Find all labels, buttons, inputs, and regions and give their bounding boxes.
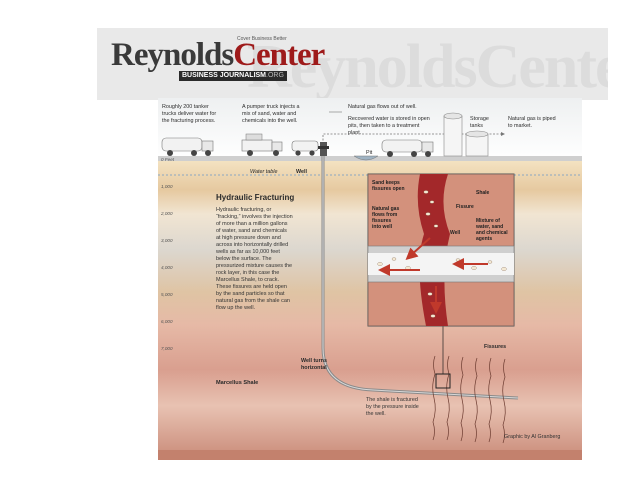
storage-line-2: tanks <box>470 123 483 129</box>
fractured-line-3: the well. <box>366 411 386 417</box>
body-line-14: natural gas from the shale can <box>216 298 290 304</box>
body-line-12: These fissures are held open <box>216 284 287 290</box>
inset-gas-flows-4: into well <box>372 224 393 230</box>
pit-label: Pit <box>366 150 373 156</box>
depth-6000: 6,000 <box>161 319 173 324</box>
depth-0: 0 Feet <box>161 157 175 162</box>
body-line-1: Hydraulic fracturing, or <box>216 207 271 213</box>
depth-4000: 4,000 <box>161 265 173 270</box>
credit-label: Graphic by Al Granberg <box>504 434 560 440</box>
inset-mixture-2: water, sand <box>475 224 503 230</box>
shale-fractured-text: The shale is fractured by the pressure i… <box>366 397 419 417</box>
piped-line-2: to market. <box>508 123 532 129</box>
storage-tanks <box>443 112 489 157</box>
recovered-line-3: plant. <box>348 130 361 136</box>
pumper-truck <box>241 133 283 156</box>
logo-word-center: Center <box>233 37 325 73</box>
logo-subline-text: BUSINESS JOURNALISM <box>182 72 267 79</box>
body-line-3: of more than a million gallons <box>216 221 288 227</box>
body-line-10: rock layer, in this case the <box>216 270 279 276</box>
fractured-line-2: by the pressure inside <box>366 404 419 410</box>
tanker-truck-1 <box>161 137 214 156</box>
depth-3000: 3,000 <box>161 238 173 243</box>
inset-mixture-3: and chemical <box>476 230 508 236</box>
gas-out-label: Natural gas flows out of well. <box>348 104 417 110</box>
inset-detail: Sand keeps fissures open Shale Natural g… <box>367 173 515 327</box>
diagram-title: Hydraulic Fracturing <box>216 193 294 202</box>
inset-mixture-4: agents <box>476 236 492 242</box>
logo-wordmark: ReynoldsCenter <box>111 37 325 73</box>
body-line-4: of water, sand and chemicals <box>216 228 287 234</box>
explanation-body: Hydraulic fracturing, or “fracking,” inv… <box>215 207 293 311</box>
banner-watermark: ReynoldsCenter <box>247 33 608 100</box>
logo-subline: BUSINESS JOURNALISM.ORG <box>179 71 287 81</box>
tankers-line-1: Roughly 200 tanker <box>162 104 209 110</box>
logo-word-reynolds: Reynolds <box>111 37 234 73</box>
fractured-line-1: The shale is fractured <box>366 397 418 403</box>
recovered-line-1: Recovered water is stored in open <box>348 116 430 122</box>
tankers-line-2: trucks deliver water for <box>162 111 216 117</box>
body-line-9: pressurized mixture causes the <box>216 263 292 269</box>
piped-line-1: Natural gas is piped <box>508 116 556 122</box>
header-banner: ReynoldsCenter ReynoldsCenter Cover Busi… <box>97 28 608 100</box>
inset-flow-arrows <box>378 237 488 314</box>
inset-shale-label: Shale <box>476 190 490 196</box>
reynolds-center-logo[interactable]: ReynoldsCenter Cover Business Better BUS… <box>111 36 325 81</box>
wellhead <box>318 142 329 156</box>
well-turns-line-2: horizontal <box>301 365 327 371</box>
water-pit <box>353 155 379 161</box>
tankers-line-3: the fracturing process. <box>162 118 215 124</box>
logo-subline-suffix: .ORG <box>266 72 284 79</box>
inset-well-label: Well <box>450 230 461 236</box>
fissures-label: Fissures <box>484 344 506 350</box>
storage-line-1: Storage <box>470 116 489 122</box>
body-line-15: flow up the well. <box>216 305 256 311</box>
body-line-2: “fracking,” involves the injection <box>216 214 293 220</box>
tanker-truck-3 <box>381 139 434 157</box>
inset-fissure-label: Fissure <box>456 204 474 210</box>
body-line-11: Marcellus Shale, to crack. <box>216 277 279 283</box>
bottom-stratum <box>158 450 582 460</box>
sky-area <box>158 98 582 160</box>
well-bore-highlight <box>322 156 519 399</box>
logo-tagline: Cover Business Better <box>237 36 287 42</box>
inset-sand-keeps-2: fissures open <box>372 186 405 192</box>
body-line-13: by the sand particles so that <box>216 291 285 297</box>
body-line-7: wells as far as 10,000 feet <box>215 249 280 255</box>
inset-gas-flows-3: fissures <box>372 218 391 224</box>
depth-1000: 1,000 <box>161 184 173 189</box>
depth-2000: 2,000 <box>160 211 173 216</box>
well-surface-label: Well <box>296 169 307 175</box>
well-turns-line-1: Well turns <box>301 358 327 364</box>
depth-5000: 5,000 <box>161 292 173 297</box>
fracking-diagram: Roughly 200 tanker trucks deliver water … <box>158 98 582 460</box>
inset-gas-flows-2: flows from <box>372 212 398 218</box>
inset-gas-flows-1: Natural gas <box>372 206 399 212</box>
tanker-truck-2 <box>291 140 319 156</box>
inset-mixture-1: Mixture of <box>476 218 500 224</box>
depth-scale: 0 Feet 1,000 2,000 3,000 4,000 5,000 6,0… <box>160 157 175 351</box>
bottom-fissures <box>432 355 506 444</box>
water-table-label: Water table <box>250 169 277 175</box>
pumper-line-2: mix of sand, water and <box>242 111 296 117</box>
pumper-line-1: A pumper truck injects a <box>242 104 300 110</box>
depth-7000: 7,000 <box>161 346 173 351</box>
body-line-5: at high pressure down and <box>216 235 281 241</box>
recovered-line-2: pits, then taken to a treatment <box>348 123 420 129</box>
top-labels: Roughly 200 tanker trucks deliver water … <box>162 104 556 175</box>
pumper-line-3: chemicals into the well. <box>242 118 297 124</box>
body-line-6: across into horizontally drilled <box>216 242 288 248</box>
marcellus-label: Marcellus Shale <box>216 380 258 386</box>
body-line-8: below the surface. The <box>216 256 272 262</box>
diagram-svg: Roughly 200 tanker trucks deliver water … <box>158 98 582 460</box>
inset-sand-keeps-1: Sand keeps <box>372 180 400 186</box>
